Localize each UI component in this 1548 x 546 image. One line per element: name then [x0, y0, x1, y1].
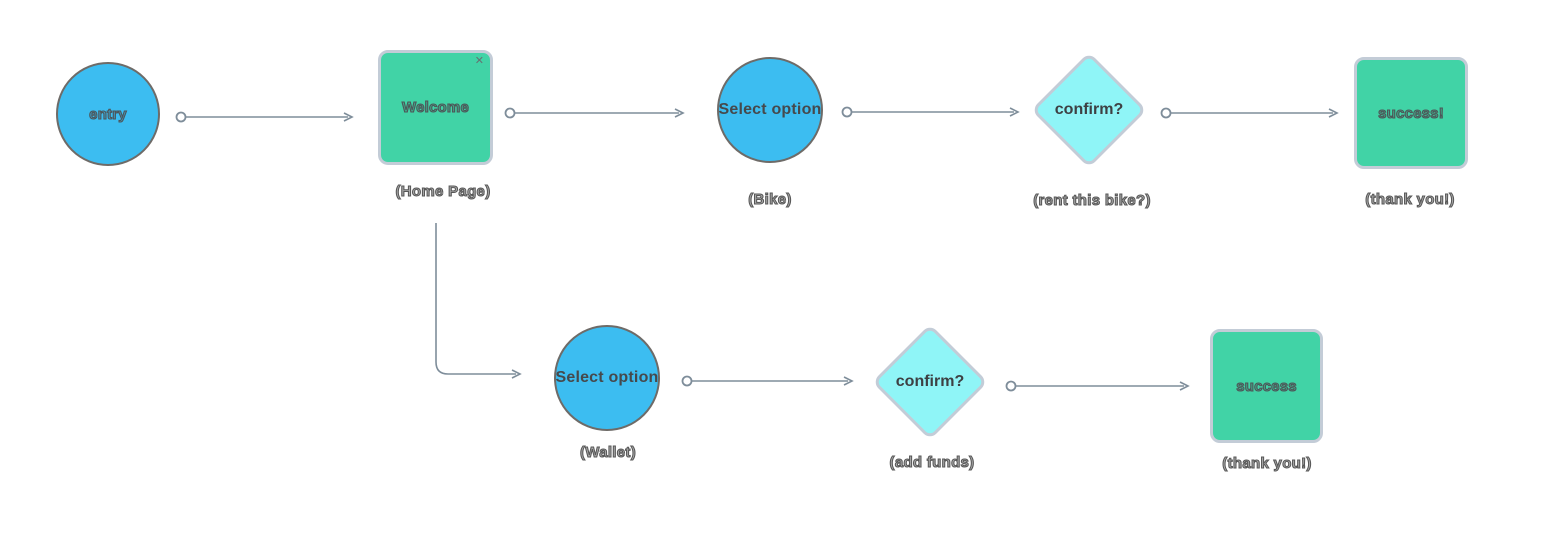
- caption-thank-you-bike: (thank you!): [1365, 190, 1455, 208]
- caption-rent-this-bike: (rent this bike?): [1033, 191, 1151, 209]
- caption-thank-you-wallet: (thank you!): [1222, 454, 1312, 472]
- arrowhead-icon: [511, 369, 522, 379]
- node-select-option-wallet[interactable]: Select option: [554, 325, 660, 431]
- arrowhead-icon: [343, 112, 354, 122]
- node-success-wallet[interactable]: success: [1210, 329, 1323, 443]
- port-circle[interactable]: [504, 107, 516, 119]
- port-circle[interactable]: [681, 375, 693, 387]
- close-icon[interactable]: ✕: [474, 55, 484, 67]
- node-confirm-bike[interactable]: confirm?: [1031, 52, 1147, 168]
- node-select-bike-label: Select option: [718, 101, 822, 118]
- node-select-option-bike[interactable]: Select option: [717, 57, 823, 163]
- caption-wallet: (Wallet): [579, 443, 637, 461]
- arrowhead-icon: [843, 376, 854, 386]
- node-success-bike[interactable]: success!: [1354, 57, 1468, 169]
- connector-confirm-wallet-to-success-wallet[interactable]: [1005, 380, 1190, 392]
- node-welcome-label: Welcome: [401, 98, 469, 116]
- node-confirm-wallet-label: confirm?: [895, 373, 965, 390]
- caption-add-funds: (add funds): [889, 453, 975, 471]
- node-welcome[interactable]: ✕ Welcome: [378, 50, 493, 165]
- connector-welcome-to-select-wallet[interactable]: [435, 223, 522, 379]
- connector-select-bike-to-confirm-bike[interactable]: [841, 106, 1020, 118]
- arrowhead-icon: [674, 108, 685, 118]
- arrowhead-icon: [1009, 107, 1020, 117]
- port-circle[interactable]: [1005, 380, 1017, 392]
- node-entry[interactable]: entry: [56, 62, 160, 166]
- node-confirm-wallet[interactable]: confirm?: [872, 324, 988, 440]
- connector-welcome-to-select-bike[interactable]: [504, 107, 685, 119]
- port-circle[interactable]: [1160, 107, 1172, 119]
- node-confirm-bike-label: confirm?: [1054, 101, 1124, 118]
- arrowhead-icon: [1328, 108, 1339, 118]
- node-success-bike-label: success!: [1378, 104, 1445, 122]
- port-circle[interactable]: [841, 106, 853, 118]
- node-select-wallet-label: Select option: [555, 369, 659, 386]
- port-circle[interactable]: [175, 111, 187, 123]
- caption-bike: (Bike): [748, 190, 792, 208]
- connector-select-wallet-to-confirm-wallet[interactable]: [681, 375, 854, 387]
- connector-confirm-bike-to-success-bike[interactable]: [1160, 107, 1339, 119]
- arrowhead-icon: [1179, 381, 1190, 391]
- caption-home-page: (Home Page): [395, 182, 491, 200]
- node-success-wallet-label: success: [1236, 377, 1298, 395]
- node-entry-label: entry: [89, 105, 128, 123]
- connector-entry-to-welcome[interactable]: [175, 111, 354, 123]
